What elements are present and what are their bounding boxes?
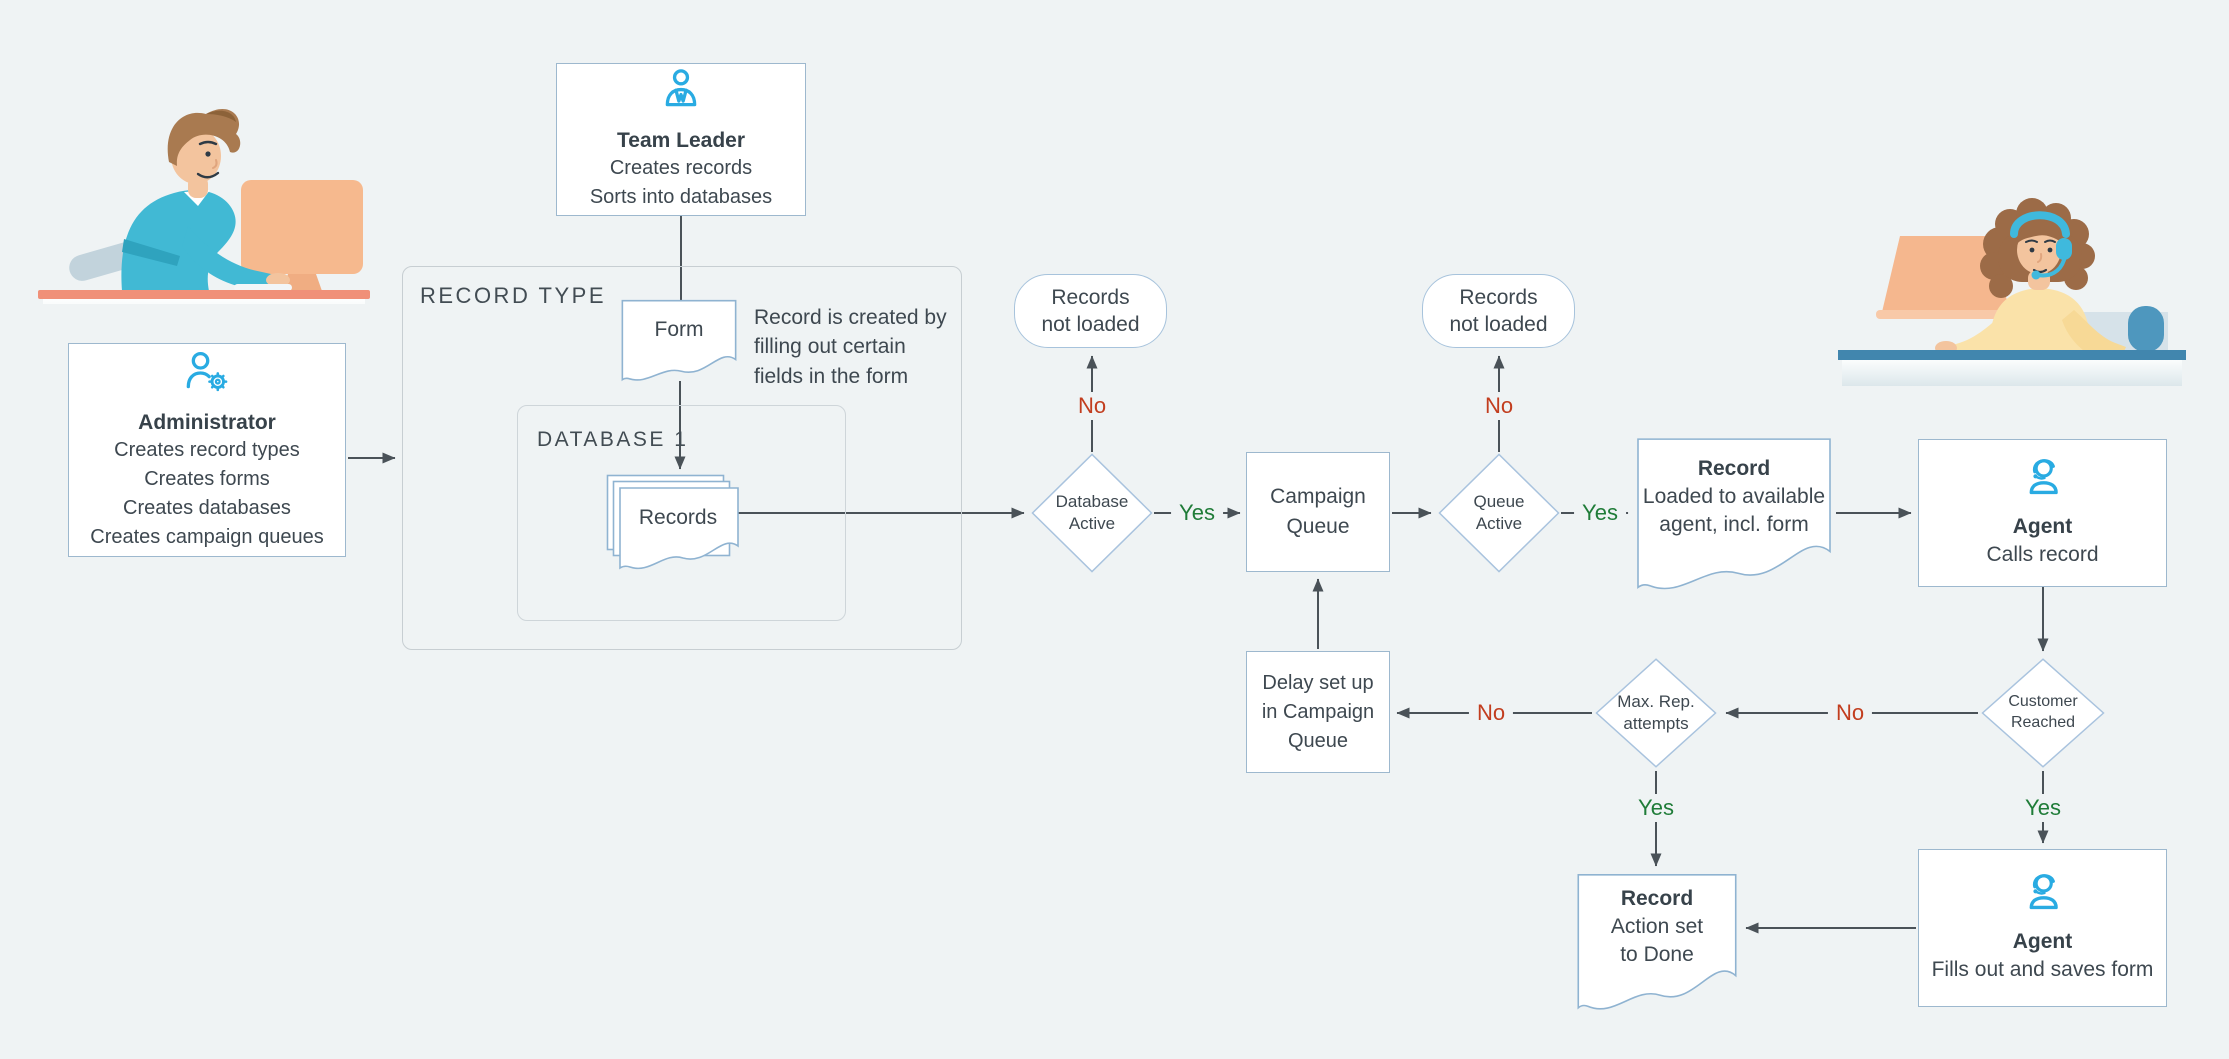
administrator-node: Administrator Creates record types Creat… [68, 343, 346, 557]
team-leader-line: Creates records [609, 157, 753, 179]
max-rep-attempts-decision: Max. Rep.attempts [1594, 657, 1718, 769]
edge-label-no: No [1827, 699, 1873, 727]
agent-headset-icon [2021, 456, 2065, 505]
administrator-line: Creates campaign queues [90, 525, 324, 548]
team-icon [658, 68, 704, 119]
team-leader-node: Team Leader Creates records Sorts into d… [556, 63, 806, 216]
edge-label-yes: Yes [1630, 794, 1682, 822]
record-done-title: Record [1620, 887, 1694, 911]
record-type-label: RECORD TYPE [420, 283, 607, 308]
edge-label-no: No [1468, 699, 1514, 727]
delay-node: Delay set up in Campaign Queue [1246, 651, 1390, 773]
database1-container [517, 405, 846, 621]
agent-illustration [1838, 192, 2186, 393]
agent-fills-node: Agent Fills out and saves form [1918, 849, 2167, 1007]
edge-label-yes: Yes [1171, 499, 1223, 527]
agent-fills-title: Agent [2012, 930, 2073, 954]
administrator-line: Creates record types [114, 438, 300, 461]
agent-calls-title: Agent [2012, 515, 2073, 539]
record-type-container [402, 266, 962, 650]
form-note: Record is created by filling out certain… [754, 306, 947, 388]
agent-headset-icon [2021, 871, 2065, 920]
agent-calls-line: Calls record [1986, 543, 2099, 567]
records-not-loaded-1: Records not loaded [1014, 274, 1167, 348]
records-document-stack: Records [606, 474, 740, 570]
database1-label: DATABASE 1 [537, 428, 689, 451]
records-not-loaded-2: Records not loaded [1422, 274, 1575, 348]
team-leader-line: Sorts into databases [589, 186, 773, 208]
form-label: Form [654, 318, 704, 342]
records-label: Records [638, 506, 718, 530]
record-loaded-title: Record [1697, 457, 1771, 481]
administrator-line: Creates forms [144, 467, 270, 490]
edge-label-yes: Yes [2017, 794, 2069, 822]
edge-label-yes: Yes [1574, 499, 1626, 527]
administrator-illustration [38, 64, 370, 343]
agent-fills-line: Fills out and saves form [1931, 958, 2154, 982]
campaign-queue-node: Campaign Queue [1246, 452, 1390, 572]
agent-calls-node: Agent Calls record [1918, 439, 2167, 587]
administrator-title: Administrator [138, 410, 276, 434]
record-loaded-document: Record Loaded to available agent, incl. … [1634, 436, 1834, 592]
edge-label-no: No [1069, 392, 1115, 420]
team-leader-title: Team Leader [617, 129, 745, 152]
form-document: Form [620, 299, 738, 383]
edge-label-no: No [1476, 392, 1522, 420]
admin-gear-icon [181, 350, 233, 401]
administrator-line: Creates databases [123, 496, 291, 519]
record-done-document: Record Action set to Done [1575, 872, 1739, 1012]
